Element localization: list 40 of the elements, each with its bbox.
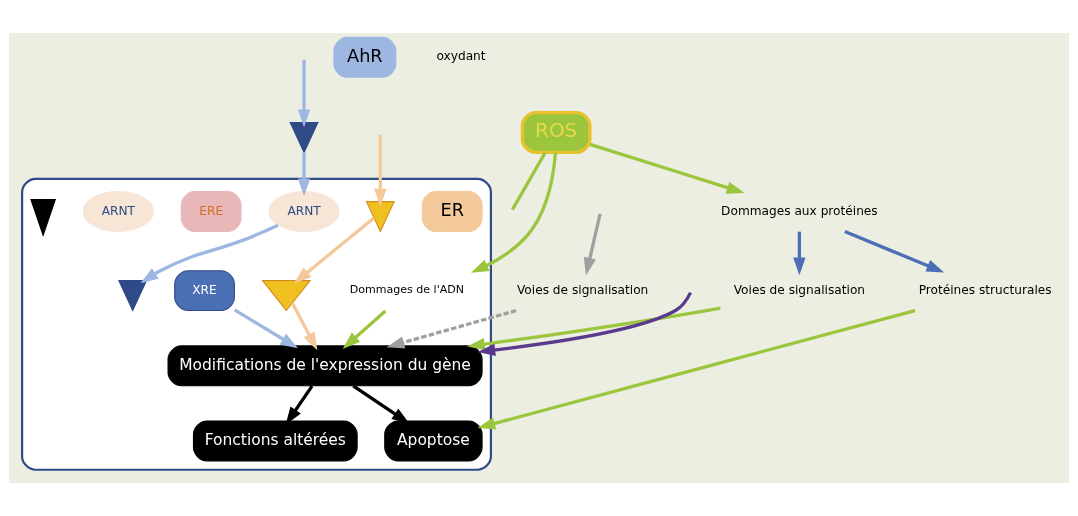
node-text: Voies de signalisation [733, 282, 866, 297]
node-text: Protéines structurales [918, 282, 1052, 297]
arrow [290, 302, 318, 351]
arrow [467, 306, 721, 351]
node-text: Voies de signalisation [517, 282, 649, 297]
arrow [352, 384, 410, 424]
node-box: Apoptose [384, 420, 483, 462]
node-text: Dommages de l'ADN [349, 283, 465, 297]
node-box: ROS [520, 110, 592, 155]
node-picture [118, 280, 148, 312]
node-picture [261, 280, 312, 312]
arrow [386, 309, 517, 349]
arrow [297, 59, 311, 128]
arrow [297, 152, 311, 197]
arrow [140, 223, 279, 284]
arrow [233, 308, 298, 349]
node-box: Fonctions altérées [192, 420, 358, 462]
arrow [342, 309, 387, 349]
node-ellipse: ARNT [268, 191, 340, 232]
node-box: ER [421, 191, 483, 232]
node-box: ERE [180, 191, 242, 232]
arrow [477, 291, 693, 357]
arrow [374, 134, 387, 207]
label: oxydant [436, 49, 486, 64]
arrow [844, 229, 945, 273]
node-box: Modifications de l'expression du gène [167, 345, 483, 387]
arrow [477, 308, 916, 430]
arrow [470, 152, 558, 273]
connector [511, 151, 547, 211]
node-text: Dommages aux protéines [721, 203, 878, 218]
node-picture [30, 199, 57, 238]
arrow [589, 142, 745, 194]
arrow [793, 231, 806, 276]
node-box: XRE [174, 270, 235, 312]
node-ellipse: ARNT [82, 191, 154, 232]
node-picture [365, 201, 396, 233]
arrow [583, 213, 602, 276]
node-box: AhR [333, 36, 397, 78]
arrow [293, 216, 376, 284]
node-picture [289, 122, 319, 154]
